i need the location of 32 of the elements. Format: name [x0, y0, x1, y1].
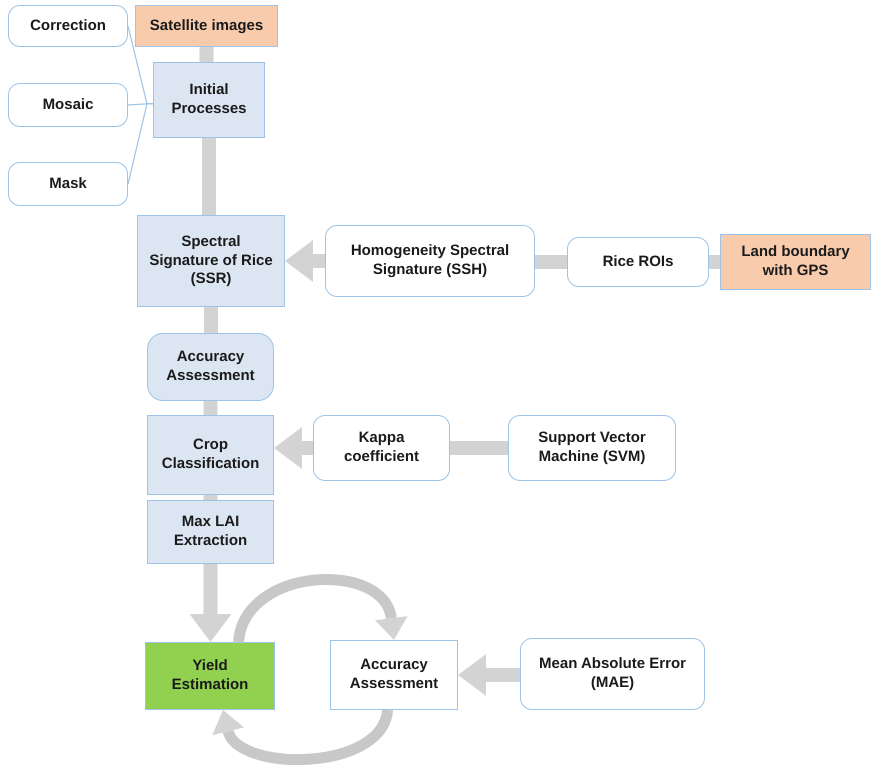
connector — [127, 103, 153, 184]
arrow — [274, 427, 313, 469]
process-box: Crop Classification — [147, 415, 274, 495]
process-box: Accuracy Assessment — [147, 333, 274, 401]
arrow — [214, 708, 393, 765]
connector — [204, 401, 218, 415]
output-box: Yield Estimation — [145, 642, 275, 710]
input-box: Satellite images — [135, 5, 278, 47]
process-box: Correction — [8, 5, 128, 47]
process-box: Max LAI Extraction — [147, 500, 274, 564]
process-box: Initial Processes — [153, 62, 265, 138]
connector — [535, 255, 567, 269]
connector — [204, 307, 218, 333]
arrow — [190, 564, 232, 642]
process-box: Rice ROIs — [567, 237, 709, 287]
arrow — [458, 654, 520, 696]
connector — [709, 255, 720, 269]
process-box: Spectral Signature of Rice (SSR) — [137, 215, 285, 307]
connector — [202, 138, 216, 215]
process-box: Mask — [8, 162, 128, 206]
process-box: Mosaic — [8, 83, 128, 127]
process-box: Accuracy Assessment — [330, 640, 458, 710]
process-box: Support Vector Machine (SVM) — [508, 415, 676, 481]
process-box: Kappa coefficient — [313, 415, 450, 481]
input-box: Land boundary with GPS — [720, 234, 871, 290]
arrow — [285, 240, 325, 282]
arrow — [233, 574, 407, 644]
process-box: Homogeneity Spectral Signature (SSH) — [325, 225, 535, 297]
connector — [450, 441, 508, 455]
process-box: Mean Absolute Error (MAE) — [520, 638, 705, 710]
connector — [204, 495, 218, 500]
connector — [200, 47, 214, 62]
